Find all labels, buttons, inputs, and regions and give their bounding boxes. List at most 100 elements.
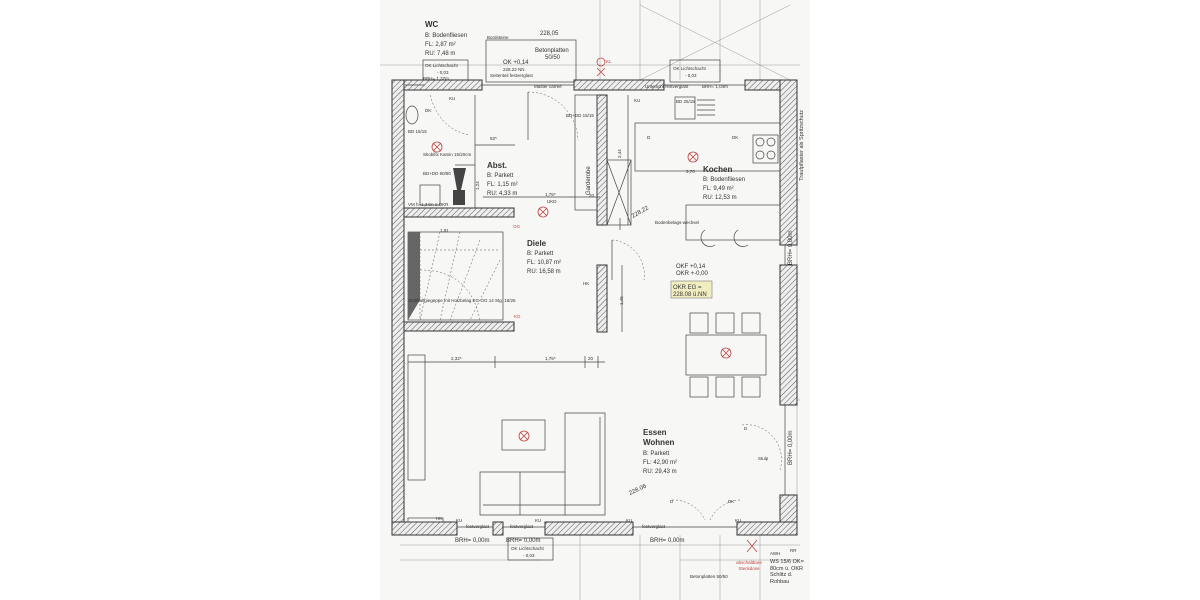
dimension: 3,70: [686, 169, 695, 174]
annotation: BD 15/15: [408, 129, 427, 134]
level-label-box: [670, 280, 713, 299]
annotation: KU: [735, 518, 741, 523]
annotation: KL: [606, 59, 612, 64]
annotation: RR: [790, 548, 797, 553]
annotation: festverglast: [466, 524, 490, 529]
annotation: UKD: [547, 199, 557, 204]
dining-table: [685, 312, 767, 398]
annotation: Skobifix Kamin 15/20cm: [423, 152, 472, 157]
level-mark: 228.08 ü.NN: [673, 292, 707, 298]
dimension: 1,75⁵: [545, 356, 556, 361]
room-perimeter: RU: 7,48 m: [425, 51, 455, 57]
dimension: 20: [588, 356, 594, 361]
annotation: OK Lichtschacht: [673, 66, 707, 71]
annotation: BRH= 0,00m: [650, 538, 685, 544]
annotation: Bodenbelags-wechsel: [655, 220, 699, 225]
interior-walls: [403, 94, 632, 333]
kitchen-furniture: [634, 96, 781, 247]
room-name: Wohnen: [643, 438, 675, 447]
lichtschacht-bottom: [507, 537, 554, 561]
room-perimeter: RU: 4,33 m: [487, 191, 517, 197]
coffee-table: [501, 419, 546, 451]
room-floor: B: Parkett: [643, 451, 670, 457]
annotation: DK: [728, 499, 734, 504]
room-name: Kochen: [703, 165, 732, 174]
annotation: - 0,03: [437, 70, 449, 75]
annotation: BD+DD 15/15: [566, 113, 594, 118]
room-area: FL: 2,87 m²: [425, 42, 456, 48]
dimension: 2,44: [617, 149, 622, 158]
room-floor: B: Parkett: [487, 173, 514, 179]
dimension: 20: [589, 193, 595, 198]
annotation: KU: [626, 518, 632, 523]
level-mark: 228.22 NN: [503, 67, 525, 72]
annotation: Bordsteine: [487, 35, 509, 40]
floor-plan-sheet: WC B: Bodenfliesen FL: 2,87 m² RU: 7,48 …: [380, 0, 810, 600]
annotation: DK: [732, 135, 738, 140]
annotation: AWH: [770, 551, 780, 556]
level-mark: OKF +0,14: [676, 264, 706, 270]
traufpflaster-annotation: Traufpflaster als Spritzschutz: [799, 110, 805, 181]
annotation: Master carreé: [534, 84, 562, 89]
level-mark: OKR +-0,00: [676, 271, 709, 277]
annotation: Unterlicht festverglast: [645, 84, 689, 89]
annotation: D: [744, 426, 748, 431]
room-area: FL: 42,90 m²: [643, 460, 677, 466]
room-name: Diele: [527, 239, 547, 248]
room-floor: B: Parkett: [527, 251, 554, 257]
room-perimeter: RU: 16,58 m: [527, 269, 561, 275]
dimension: 2,32⁵: [451, 356, 462, 361]
annotation: Garderobe: [586, 166, 592, 195]
room-name: Abst.: [487, 161, 507, 170]
annotation: OK Lichtschacht: [511, 546, 545, 551]
annotation: 50/50: [545, 55, 561, 61]
wall-slot-annotation: WS 15/6 OK= 80cm ü. OKR Schlitz d. Rohba…: [770, 559, 804, 585]
annotation: Seitenteil festverglast: [490, 73, 534, 78]
dimension: 92⁵: [490, 136, 497, 141]
annotation: festverglast: [510, 524, 534, 529]
chimney: [453, 168, 466, 205]
annotation: HK: [583, 281, 589, 286]
annotation: Betonplatten: [535, 48, 569, 54]
annotation: KU: [535, 518, 541, 523]
annotation: BRH= 0,00m: [506, 538, 541, 544]
dimension: 1,45: [619, 296, 624, 305]
annotation: KG: [514, 314, 521, 319]
room-abst-label: Abst. B: Parkett FL: 1,15 m² RU: 4,33 m: [487, 161, 518, 197]
annotation: OG: [513, 224, 521, 229]
staircase: [407, 231, 504, 321]
entry-landing: [485, 39, 577, 83]
annotation: BRH= 0,00m: [788, 230, 794, 265]
annotation: BRH= 0,00m: [788, 430, 794, 465]
lichtschacht-kitchen: [669, 59, 721, 83]
ceiling-lights: [431, 57, 758, 553]
annotation: KU: [449, 96, 455, 101]
sofa: [479, 412, 606, 516]
room-perimeter: RU: 12,53 m: [703, 195, 737, 201]
annotation: BRH= 0,00m: [455, 538, 490, 544]
room-name: WC: [425, 20, 439, 29]
annotation: - 0,03: [685, 73, 697, 78]
annotation: D: [670, 499, 674, 504]
room-kochen-label: Kochen B: Bodenfliesen FL: 9,49 m² RU: 1…: [703, 165, 745, 201]
exterior-walls: [391, 79, 798, 536]
annotation: D: [647, 135, 651, 140]
annotation: VM h=1,34m ü.OKR: [408, 202, 449, 207]
annotation: DK: [425, 108, 431, 113]
room-floor: B: Bodenfliesen: [703, 177, 745, 183]
level-mark: OKR EG =: [673, 285, 702, 291]
annotation: BRH= 1,04m: [702, 84, 728, 89]
room-area: FL: 1,15 m²: [487, 182, 518, 188]
level-mark: 228,05: [540, 31, 559, 37]
room-essen-wohnen-label: Essen Wohnen B: Parkett FL: 42,90 m² RU:…: [643, 428, 677, 475]
annotation: OK Lichtschacht: [425, 63, 459, 68]
room-area: FL: 9,49 m²: [703, 186, 734, 192]
level-mark: OK +0,14: [503, 60, 529, 66]
room-area: FL: 10,87 m²: [527, 260, 561, 266]
dimension: 1,24: [475, 181, 480, 190]
dimension: 1,75⁵: [545, 192, 556, 197]
annotation: festverglast: [642, 524, 666, 529]
annotation: BD+DD 90/90: [423, 171, 451, 176]
annotation: BRH= 1,37m: [423, 76, 449, 81]
room-floor: B: Bodenfliesen: [425, 33, 467, 39]
